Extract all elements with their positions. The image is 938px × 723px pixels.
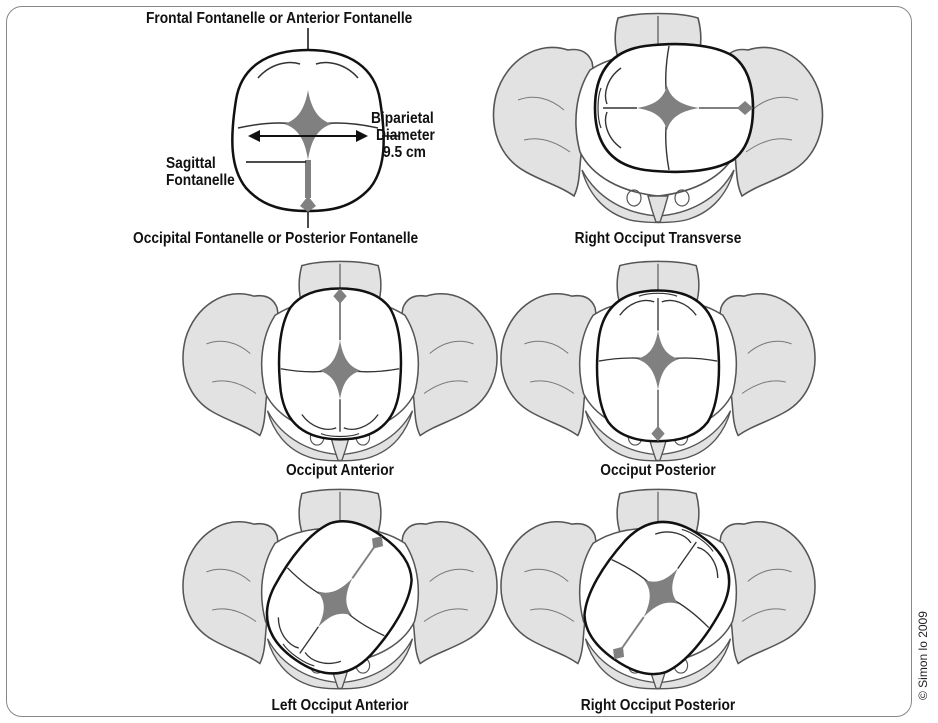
biparietal-label-line2: Diameter	[376, 127, 435, 145]
copyright-text: © Simon lo 2009	[916, 611, 930, 700]
label-right-occiput-transverse: Right Occiput Transverse	[503, 230, 813, 248]
pelvis-left-occiput-anterior	[160, 486, 520, 696]
label-right-occiput-posterior: Right Occiput Posterior	[503, 697, 813, 715]
biparietal-label-line1: Biparietal	[371, 110, 434, 128]
pelvis-right-occiput-transverse	[478, 10, 838, 230]
biparietal-label-line3: 9.5 cm	[383, 144, 426, 162]
pelvis-occiput-anterior	[160, 258, 520, 468]
pelvis-occiput-posterior	[478, 258, 838, 468]
label-occiput-anterior: Occiput Anterior	[185, 462, 495, 480]
sagittal-label-line2: Fontanelle	[166, 172, 235, 190]
sagittal-label-line1: Sagittal	[166, 155, 216, 173]
label-occiput-posterior: Occiput Posterior	[503, 462, 813, 480]
frontal-fontanelle-label: Frontal Fontanelle or Anterior Fontanell…	[146, 10, 412, 28]
label-left-occiput-anterior: Left Occiput Anterior	[185, 697, 495, 715]
pelvis-right-occiput-posterior	[478, 486, 838, 696]
occipital-fontanelle-label: Occipital Fontanelle or Posterior Fontan…	[133, 230, 418, 248]
